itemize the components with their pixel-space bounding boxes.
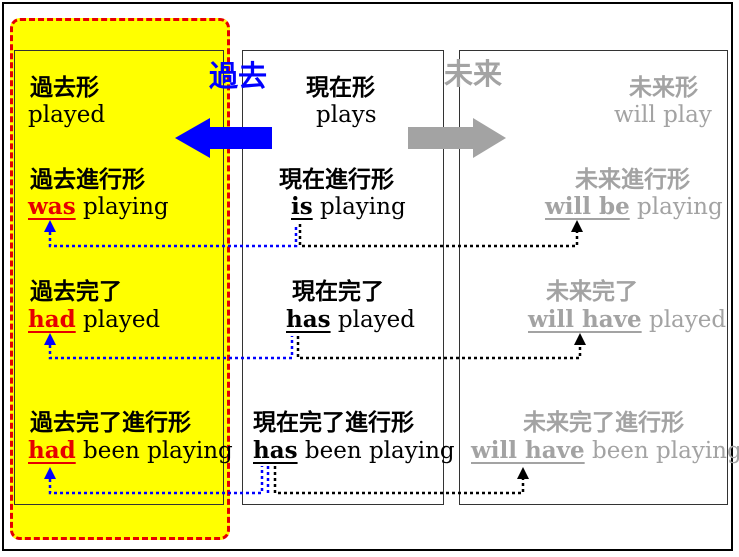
present-simple-title: 現在形 <box>306 75 375 101</box>
future-perfect-progressive-form: will have been playing <box>471 437 739 464</box>
present-simple-form: plays <box>316 102 377 128</box>
dotted-blue-row2 <box>48 224 298 248</box>
arrow-to-past <box>175 118 272 158</box>
present-perfect-progressive-title: 現在完了進行形 <box>253 410 414 436</box>
aux-is: is <box>291 193 313 220</box>
aux-will-be: will be <box>545 193 630 220</box>
arrowhead-future-row4 <box>517 467 529 479</box>
arrowhead-future-row2 <box>571 220 583 232</box>
future-column <box>459 50 728 505</box>
past-column <box>14 50 224 505</box>
present-progressive-title: 現在進行形 <box>279 167 394 193</box>
future-simple-title: 未来形 <box>629 75 698 101</box>
aux-was: was <box>28 193 76 220</box>
dotted-black-row2 <box>298 224 579 248</box>
present-perfect-form: has played <box>286 306 416 333</box>
future-progressive-form: will be playing <box>545 193 723 220</box>
future-direction-label: 未来 <box>444 57 503 91</box>
arrowhead-future-row3 <box>574 333 586 345</box>
past-simple-title: 過去形 <box>30 75 99 101</box>
past-perfect-progressive-form: had been playing <box>28 437 233 464</box>
past-progressive-title: 過去進行形 <box>30 167 145 193</box>
present-progressive-form: is playing <box>291 193 406 220</box>
present-perfect-title: 現在完了 <box>292 279 384 305</box>
past-simple-form: played <box>28 102 106 128</box>
past-perfect-title: 過去完了 <box>30 279 122 305</box>
aux-had: had <box>28 437 76 464</box>
arrow-to-future <box>408 118 506 158</box>
outer-frame <box>2 2 733 551</box>
dotted-black-row4 <box>273 466 525 495</box>
past-column-highlight <box>10 18 230 540</box>
arrowhead-past-row2 <box>44 220 56 232</box>
present-perfect-progressive-form: has been playing <box>253 437 455 464</box>
aux-had: had <box>28 306 76 333</box>
future-perfect-form: will have played <box>528 306 727 333</box>
future-progressive-title: 未来進行形 <box>575 167 690 193</box>
arrowhead-past-row4 <box>44 467 56 479</box>
past-perfect-progressive-title: 過去完了進行形 <box>30 410 191 436</box>
past-progressive-form: was playing <box>28 193 169 220</box>
dotted-blue-row3 <box>48 336 294 360</box>
dotted-black-row3 <box>296 336 582 360</box>
past-direction-label: 過去 <box>209 59 268 93</box>
dotted-blue-row4 <box>48 466 264 495</box>
aux-has: has <box>286 306 331 333</box>
future-simple-form: will play <box>614 102 712 128</box>
aux-will-have: will have <box>528 306 642 333</box>
future-perfect-title: 未来完了 <box>546 279 638 305</box>
arrowhead-past-row3 <box>44 333 56 345</box>
aux-will-have: will have <box>471 437 585 464</box>
past-perfect-form: had played <box>28 306 161 333</box>
present-column <box>242 50 444 505</box>
aux-has: has <box>253 437 298 464</box>
future-perfect-progressive-title: 未来完了進行形 <box>523 410 684 436</box>
